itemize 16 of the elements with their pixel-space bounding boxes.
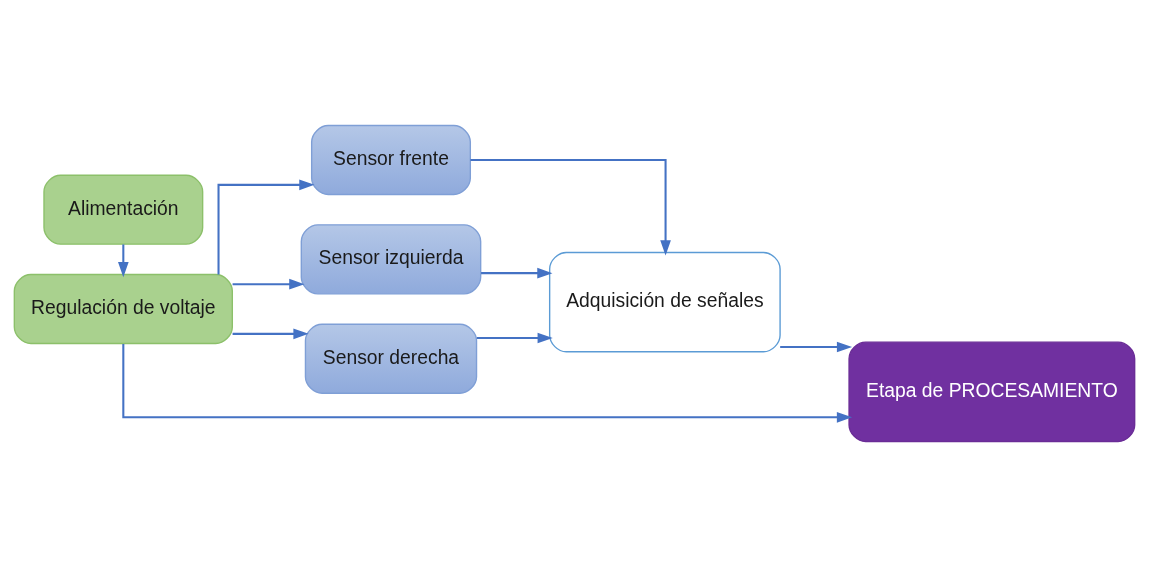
arrow [232, 328, 309, 339]
arrow [470, 158, 671, 256]
node-box: Sensor izquierda [300, 223, 482, 295]
arrow [217, 179, 315, 274]
arrow [232, 278, 305, 289]
arrow [122, 343, 853, 423]
node-box: Adquisición de señales [548, 251, 781, 352]
arrow [476, 332, 553, 343]
node-box: Sensor frente [310, 124, 471, 195]
arrow [118, 243, 129, 277]
node-box: Etapa de PROCESAMIENTO [848, 340, 1136, 442]
node-box: Alimentación [43, 174, 204, 245]
arrow [481, 267, 553, 278]
arrow [780, 341, 853, 352]
node-box: Sensor derecha [304, 323, 478, 394]
node-box: Regulación de voltaje [13, 273, 233, 344]
